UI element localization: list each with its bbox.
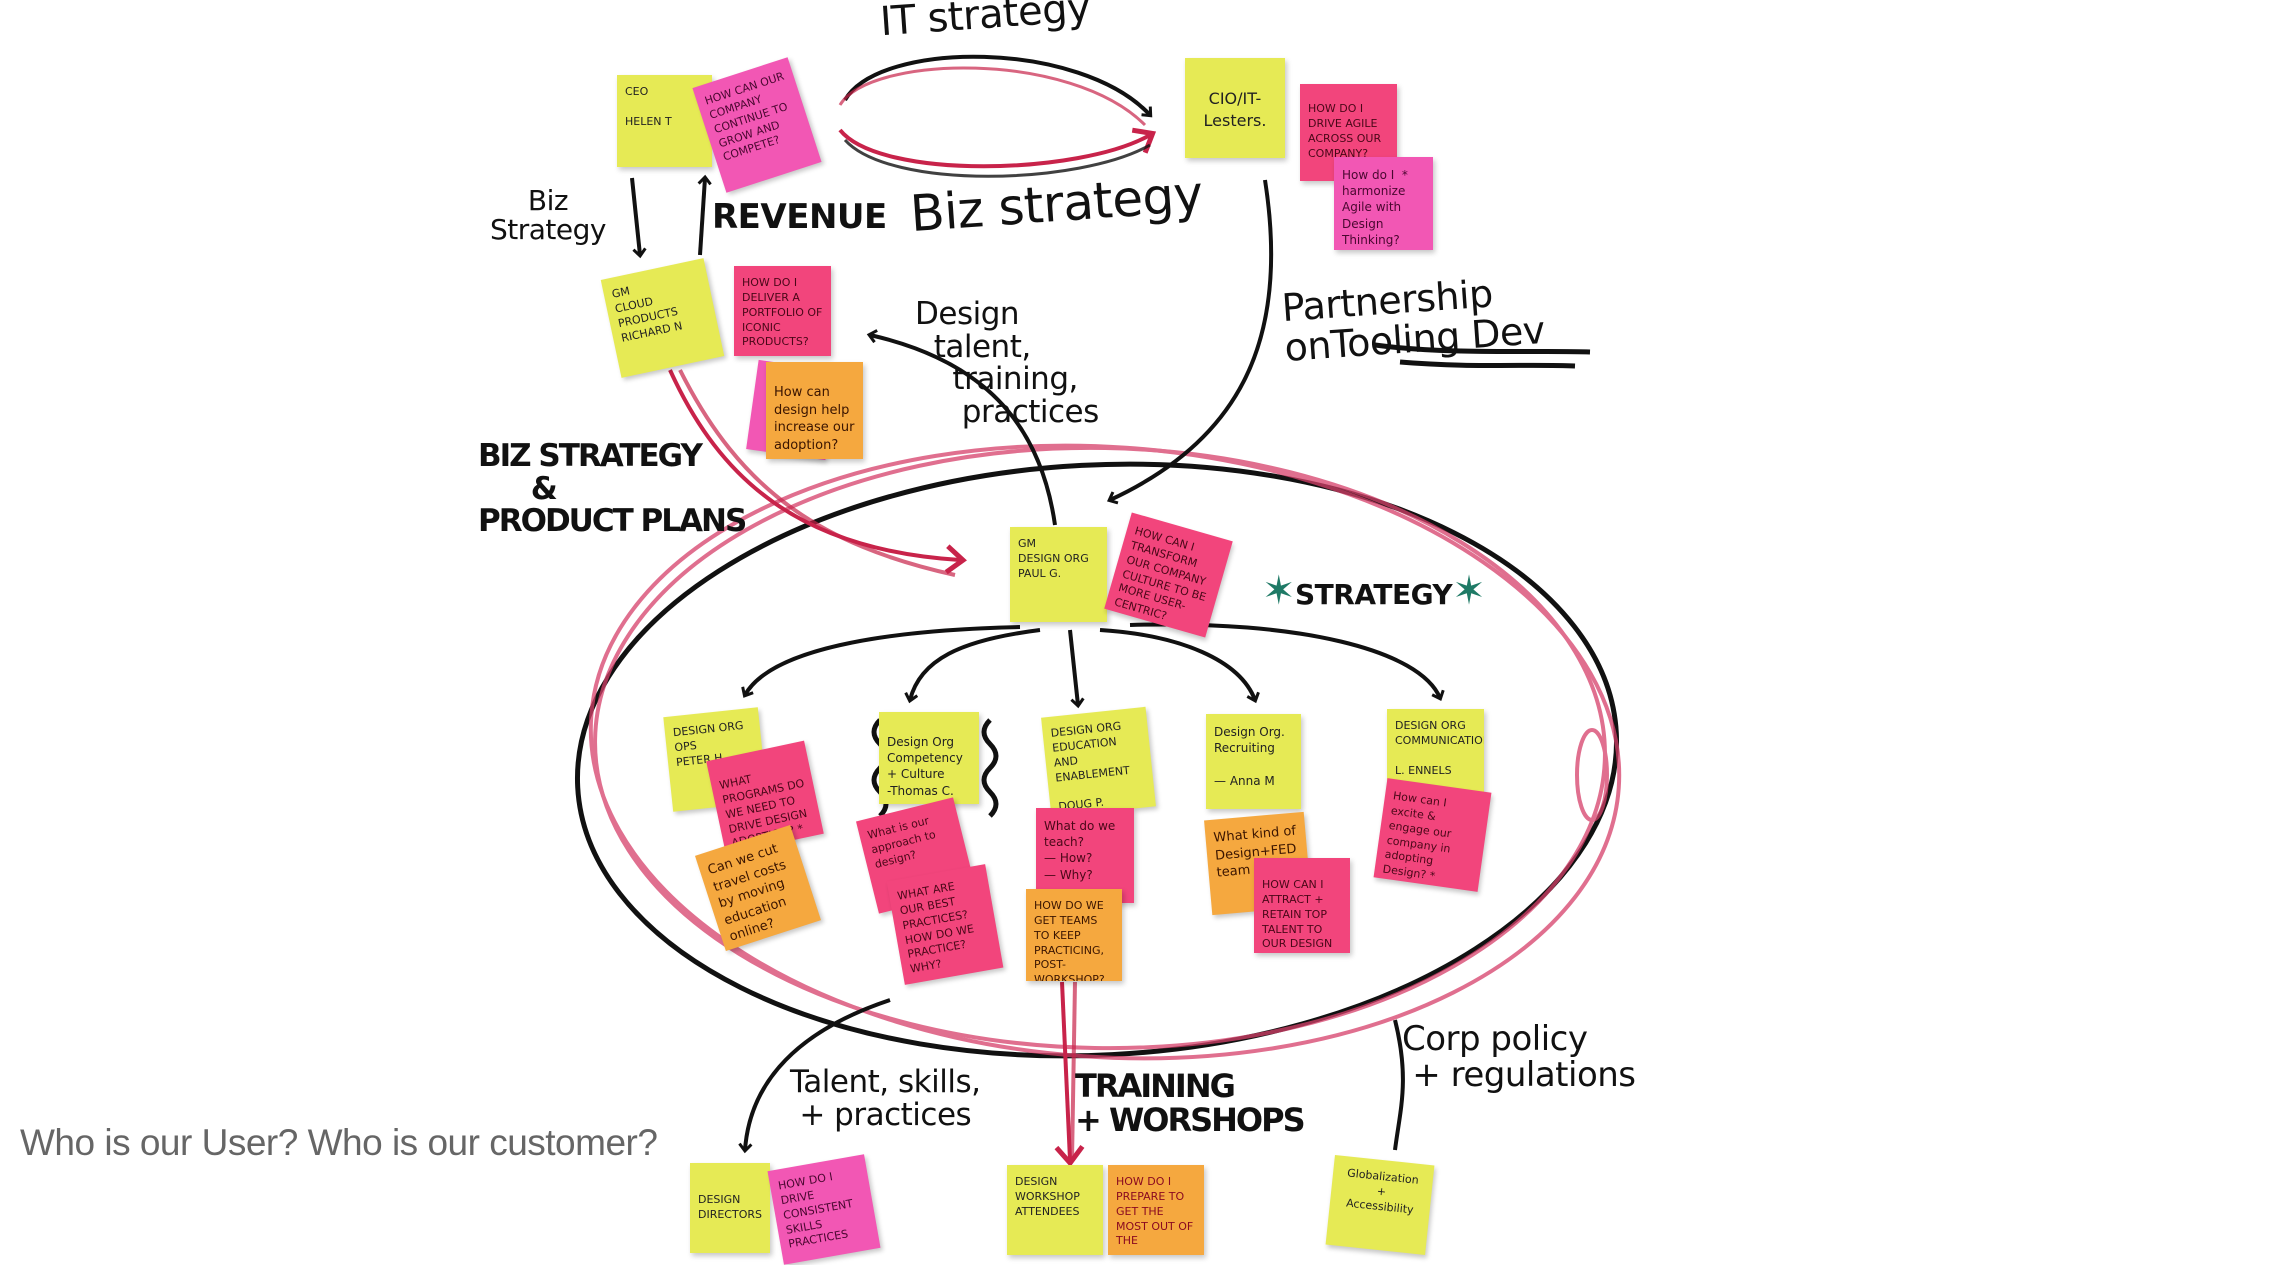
red-arrows — [668, 369, 1085, 1167]
sticky-note-globalization: Globalization + Accessibility — [1325, 1155, 1435, 1255]
talent-skills-label: Talent, skills, + practices — [790, 1064, 981, 1133]
sticky-note-education: DESIGN ORG EDUCATION AND ENABLEMENT DOUG… — [1041, 706, 1156, 818]
design-talent-label: Design talent, training, practices — [915, 296, 1099, 430]
sticky-note-recruiting-question-2: HOW CAN I ATTRACT + RETAIN TOP TALENT TO… — [1254, 858, 1350, 953]
sticky-note-gm-cloud-question-2: How can design help increase our adoptio… — [766, 362, 863, 459]
biz-strategy-left-label: Biz Strategy — [490, 184, 606, 247]
strategy-label: ✶STRATEGY✶ — [1262, 568, 1486, 614]
strategy-text: STRATEGY — [1295, 578, 1453, 611]
sticky-note-recruiting: Design Org. Recruiting — Anna M — [1206, 714, 1301, 809]
sticky-note-education-question-1: What do we teach? — How? — Why? — [1036, 808, 1134, 903]
ellipse-red — [588, 443, 1622, 1061]
sticky-note-cio: CIO/IT- Lesters. — [1185, 58, 1285, 158]
partnership-label: Partnership onTooling Dev — [1280, 271, 1547, 370]
sticky-note-design-directors: DESIGN DIRECTORS — [690, 1163, 770, 1253]
sticky-note-competency: Design Org Competency + Culture -Thomas … — [879, 712, 979, 804]
sticky-note-education-question-2: HOW DO WE GET TEAMS TO KEEP PRACTICING, … — [1026, 889, 1122, 981]
sticky-note-workshop-question: HOW DO I PREPARE TO GET THE MOST OUT OF … — [1108, 1165, 1204, 1255]
star-icon: ✶ — [1262, 568, 1296, 614]
sticky-note-communications-question: How can I excite & engage our company in… — [1373, 778, 1492, 892]
star-icon: ✶ — [1452, 568, 1486, 614]
sticky-note-gm-design: GM DESIGN ORG PAUL G. — [1010, 527, 1107, 622]
sticky-note-workshop-attendees: DESIGN WORKSHOP ATTENDEES — [1007, 1165, 1103, 1255]
revenue-label: REVENUE — [712, 197, 887, 237]
corp-policy-label: Corp policy + regulations — [1402, 1019, 1636, 1095]
biz-strategy-product-plans-label: BIZ STRATEGY & PRODUCT PLANS — [478, 438, 747, 540]
training-workshops-label: TRAINING + WORSHOPS — [1075, 1067, 1306, 1139]
sticky-note-gm-cloud-question-1: HOW DO I DELIVER A PORTFOLIO OF ICONIC P… — [734, 266, 831, 356]
sticky-note-cio-question-2: How do I * harmonize Agile with Design T… — [1334, 157, 1433, 250]
sticky-note-design-directors-question: HOW DO I DRIVE CONSISTENT SKILLS PRACTIC… — [767, 1154, 881, 1265]
caption-text: Who is our User? Who is our customer? — [20, 1122, 658, 1163]
it-strategy-arrows — [838, 54, 1157, 178]
sticky-note-gm-cloud: GM CLOUD PRODUCTS RICHARD N — [600, 258, 725, 378]
sticky-note-competency-question-2: WHAT ARE OUR BEST PRACTICES? HOW DO WE P… — [886, 864, 1004, 985]
whiteboard-image: IT strategy Biz strategy Biz Strategy RE… — [478, 0, 1636, 1265]
